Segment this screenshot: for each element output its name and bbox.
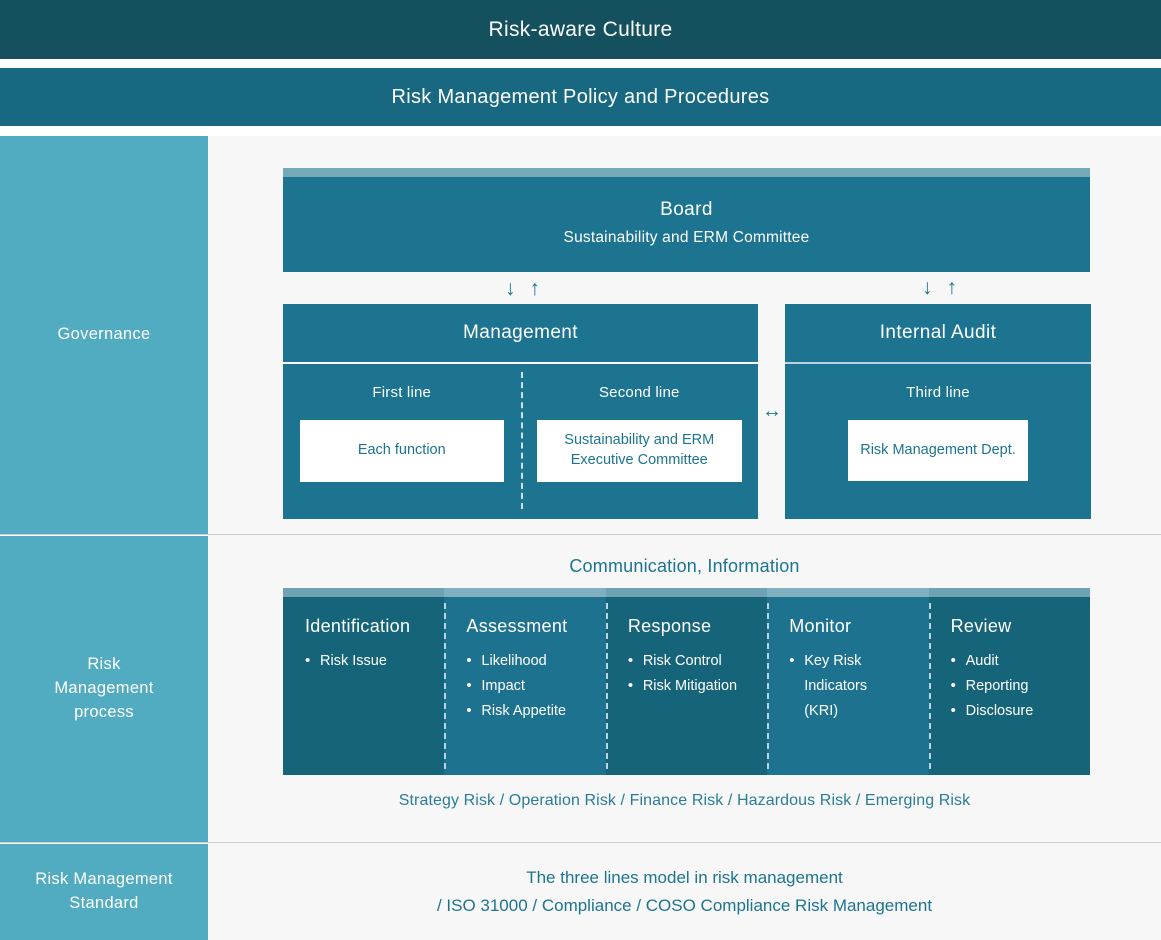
process-step-items: Key Risk Indicators (KRI)	[789, 648, 928, 724]
rail-standard-line-1: Risk Management	[35, 870, 173, 889]
list-item: Audit	[951, 648, 1090, 674]
list-item: Likelihood	[466, 648, 605, 674]
board-box: Board Sustainability and ERM Committee	[283, 168, 1090, 272]
management-lines-divider	[520, 372, 523, 509]
internal-audit-box: Internal Audit Third line Risk Managemen…	[785, 304, 1091, 519]
process-step-items: Risk Control Risk Mitigation	[628, 648, 767, 699]
rail-process-label: Risk Management process	[54, 653, 153, 725]
board-subtitle: Sustainability and ERM Committee	[563, 229, 810, 246]
management-audit-arrow: ↔	[762, 401, 782, 421]
process-step-title: Identification	[305, 616, 411, 636]
sustainability-erm-exec-committee-card: Sustainability and ERM Executive Committ…	[536, 420, 742, 482]
management-box: Management First line Each function Seco…	[283, 304, 758, 519]
list-item: Risk Appetite	[466, 698, 605, 724]
rail-process-line-1: Risk	[87, 655, 121, 674]
each-function-label: Each function	[357, 442, 446, 459]
process-step-title: Assessment	[466, 616, 568, 636]
second-line-column: Second line Sustainability and ERM Execu…	[521, 364, 759, 517]
internal-audit-lines: Third line Risk Management Dept.	[785, 364, 1091, 517]
process-step-response: Response Risk Control Risk Mitigation	[605, 588, 768, 775]
list-item: Risk Issue	[305, 648, 444, 674]
sustainability-erm-exec-committee-label: Sustainability and ERM Executive Committ…	[564, 432, 715, 468]
arrow-up-icon: ↑	[529, 277, 541, 300]
process-steps-row: Identification Risk Issue Assessment Lik…	[283, 588, 1091, 775]
first-line-label: First line	[372, 384, 432, 401]
third-line-column: Third line Risk Management Dept.	[785, 364, 1091, 517]
third-line-label: Third line	[906, 384, 970, 401]
risk-aware-culture-banner: Risk-aware Culture	[0, 0, 1161, 59]
standard-line-2: / ISO 31000 / Compliance / COSO Complian…	[436, 896, 933, 915]
list-item: Disclosure	[951, 698, 1090, 724]
list-item: Key Risk Indicators (KRI)	[789, 648, 928, 724]
standard-text: The three lines model in risk management…	[208, 844, 1161, 940]
risk-management-policy-banner: Risk Management Policy and Procedures	[0, 68, 1161, 126]
risk-management-standard-pane: The three lines model in risk management…	[208, 844, 1161, 940]
process-step-title: Monitor	[789, 616, 852, 636]
process-step-title: Response	[627, 616, 712, 636]
board-management-arrows: ↓ ↑	[505, 278, 540, 299]
rail-governance: Governance	[0, 136, 208, 534]
framework-body: Governance Risk Management process Risk …	[0, 136, 1161, 940]
management-title: Management	[283, 304, 758, 364]
risk-types-list: Strategy Risk / Operation Risk / Finance…	[398, 792, 971, 809]
internal-audit-title: Internal Audit	[785, 304, 1091, 364]
list-item: Impact	[466, 673, 605, 699]
list-item: Risk Mitigation	[628, 673, 767, 699]
first-line-column: First line Each function	[283, 364, 521, 517]
rail-standard-line-2: Standard	[69, 894, 139, 912]
risk-management-dept-card: Risk Management Dept.	[848, 420, 1028, 481]
list-item: Reporting	[951, 673, 1090, 699]
process-step-items: Likelihood Impact Risk Appetite	[466, 648, 605, 724]
rail-risk-management-process: Risk Management process	[0, 536, 208, 842]
list-item: Risk Control	[628, 648, 767, 674]
risk-management-dept-label: Risk Management Dept.	[860, 441, 1016, 458]
each-function-card: Each function	[299, 420, 504, 482]
standard-line-1: The three lines model in risk management	[526, 868, 843, 888]
arrow-down-icon: ↓	[922, 276, 933, 299]
risk-management-process-pane: Communication, Information Identificatio…	[208, 536, 1161, 842]
section-divider-process-standard	[0, 842, 1161, 843]
rail-standard-label: Risk Management Standard	[35, 868, 172, 916]
arrow-down-icon: ↓	[505, 277, 516, 300]
communication-information-title: Communication, Information	[569, 556, 800, 576]
arrow-up-icon: ↑	[946, 276, 958, 299]
process-step-review: Review Audit Reporting Disclosure	[928, 588, 1091, 775]
process-step-monitor: Monitor Key Risk Indicators (KRI)	[767, 588, 929, 775]
board-internal-audit-arrows: ↓ ↑	[922, 277, 957, 298]
process-step-items: Audit Reporting Disclosure	[951, 648, 1090, 724]
arrow-left-right-icon: ↔	[762, 400, 782, 422]
risk-aware-culture-label: Risk-aware Culture	[488, 17, 673, 41]
second-line-label: Second line	[598, 384, 680, 401]
rail-process-line-2: Management	[54, 679, 154, 698]
section-divider-governance-process	[0, 534, 1161, 535]
process-step-identification: Identification Risk Issue	[283, 588, 445, 775]
process-step-assessment: Assessment Likelihood Impact Risk Appeti…	[444, 588, 606, 775]
process-step-items: Risk Issue	[305, 648, 444, 674]
rail-risk-management-standard: Risk Management Standard	[0, 844, 208, 940]
rail-governance-label: Governance	[57, 325, 151, 344]
board-title: Board	[660, 199, 713, 220]
risk-management-policy-label: Risk Management Policy and Procedures	[391, 85, 770, 108]
governance-pane: Board Sustainability and ERM Committee ↓…	[208, 136, 1161, 534]
process-step-title: Review	[950, 616, 1012, 636]
rail-process-line-3: process	[74, 702, 134, 721]
management-lines: First line Each function Second line Sus…	[283, 364, 758, 517]
